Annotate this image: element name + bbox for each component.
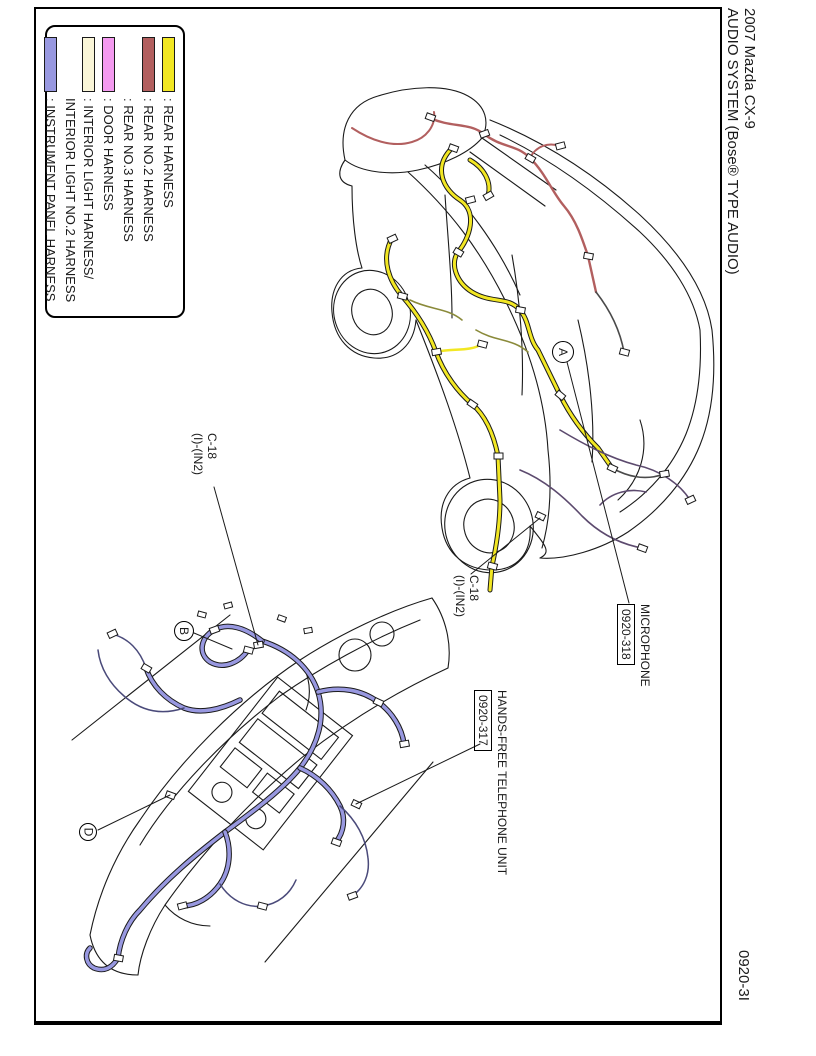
callout-c18-upper: C-18 (I)-(IN2) bbox=[191, 433, 219, 475]
rear-no3-and-misc-wires bbox=[409, 291, 691, 549]
leader-lines bbox=[97, 361, 630, 831]
ref-box-microphone: 0920-318 bbox=[617, 604, 635, 665]
car-body-outline bbox=[331, 87, 715, 574]
connector-code: C-18 bbox=[467, 575, 481, 602]
legend-label: : REAR HARNESS bbox=[161, 98, 176, 208]
legend-row-rear: : REAR HARNESS bbox=[159, 35, 177, 308]
legend-row-rear-no3: : REAR NO.3 HARNESS bbox=[119, 35, 137, 308]
legend-row-rear-no2: : REAR NO.2 HARNESS bbox=[139, 35, 157, 308]
legend-label: : INTERIOR LIGHT HARNESS/ INTERIOR LIGHT… bbox=[63, 98, 96, 303]
page-frame bbox=[34, 7, 722, 1025]
connector-detail: (I)-(IN2) bbox=[453, 575, 467, 617]
view-marker-b-letter: B bbox=[176, 626, 191, 636]
harness-swatch-instrument-panel bbox=[44, 37, 57, 92]
component-label: MICROPHONE bbox=[638, 604, 652, 687]
page-title-line2: AUDIO SYSTEM (Bose® TYPE AUDIO) bbox=[724, 8, 741, 275]
legend-label: : INSTRUMENT PANEL HARNESS bbox=[43, 98, 58, 302]
callout-microphone: MICROPHONE 0920-318 bbox=[617, 604, 652, 687]
component-label: HANDS-FREE TELEPHONE UNIT bbox=[495, 690, 509, 876]
connector-code: C-18 bbox=[205, 433, 219, 460]
instrument-panel-harness-run bbox=[83, 623, 407, 973]
page-title: 2007 Mazda CX-9 AUDIO SYSTEM (Bose® TYPE… bbox=[724, 8, 758, 275]
harness-swatch-rear-no2 bbox=[142, 37, 155, 92]
view-marker-a-letter: A bbox=[555, 347, 570, 357]
car-connectors bbox=[386, 112, 697, 571]
callout-handsfree: HANDS-FREE TELEPHONE UNIT 0920-317 bbox=[474, 690, 509, 875]
instrument-panel-connectors bbox=[106, 601, 411, 963]
legend-label: : REAR NO.2 HARNESS bbox=[141, 98, 156, 242]
harness-swatch-interior-light bbox=[82, 37, 95, 92]
instrument-panel-wires bbox=[97, 633, 370, 908]
legend-row-door: : DOOR HARNESS bbox=[99, 35, 117, 308]
legend-box: : REAR HARNESS : REAR NO.2 HARNESS : REA… bbox=[43, 25, 185, 318]
ref-box-handsfree: 0920-317 bbox=[474, 690, 492, 751]
rear-harness-run bbox=[384, 145, 615, 593]
callout-c18-lower: C-18 (I)-(IN2) bbox=[453, 575, 481, 617]
legend-row-instrument-panel: : INSTRUMENT PANEL HARNESS bbox=[41, 35, 59, 308]
page-code: 0920-3I bbox=[735, 950, 752, 1001]
harness-swatch-rear-no3 bbox=[122, 37, 135, 92]
connector-detail: (I)-(IN2) bbox=[191, 433, 205, 475]
view-marker-a: A bbox=[552, 341, 574, 363]
harness-swatch-rear bbox=[162, 37, 175, 92]
page-title-line1: 2007 Mazda CX-9 bbox=[741, 8, 758, 129]
legend-row-interior-light: : INTERIOR LIGHT HARNESS/ INTERIOR LIGHT… bbox=[61, 35, 97, 308]
view-marker-b: B bbox=[174, 621, 194, 641]
view-marker-d-letter: D bbox=[80, 827, 95, 837]
legend-label: : REAR NO.3 HARNESS bbox=[121, 98, 136, 242]
legend-label: : DOOR HARNESS bbox=[101, 98, 116, 211]
harness-swatch-door bbox=[102, 37, 115, 92]
view-marker-d: D bbox=[79, 823, 97, 841]
